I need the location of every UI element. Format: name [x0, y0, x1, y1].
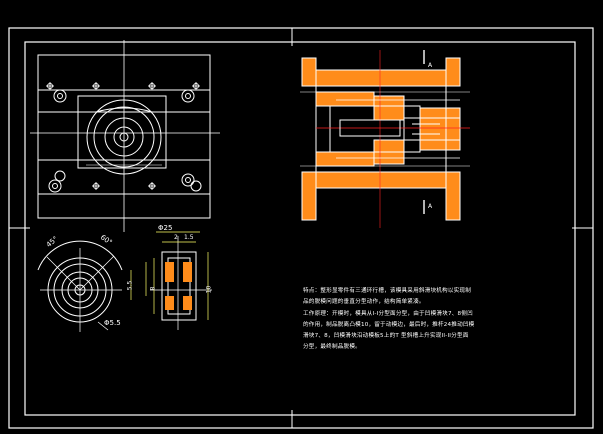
- part-front-view: [37, 240, 123, 332]
- diameter-top-label: Φ25: [158, 224, 173, 232]
- height-left-label: 5.5: [126, 280, 134, 291]
- technical-notes: 特点：整形显零件有三通环行槽，该模具采用斜滑块机构以实现制 品的脱模问题的垂直分…: [303, 286, 518, 354]
- height-small-label: 8: [149, 286, 157, 291]
- note-line: 工作原理：开模时，模具从I-I分型面分型，由于凹模滑块7、8侧凹: [303, 310, 473, 317]
- note-line: 分型，最终制品脱模。: [303, 344, 361, 351]
- inner-frame: [24, 41, 576, 416]
- plan-view: [30, 40, 220, 232]
- section-mark-top: A: [428, 62, 433, 69]
- frame-center-marks: [9, 28, 593, 428]
- len-a-label: 2: [174, 234, 178, 241]
- section-mark-bottom: A: [428, 203, 433, 210]
- diameter-bottom-label: Φ5.5: [104, 319, 121, 327]
- note-line: 的作用，制品脱离凸模10，留于动模边，最后时，推杆24推动凹模: [303, 321, 475, 328]
- len-b-label: 1.5: [184, 234, 194, 241]
- assembly-section: [300, 50, 470, 228]
- part-section-view: [130, 231, 212, 330]
- note-line: 滑块7、8，凹模滑块沿动模板5上的T 型斜槽上升实现II-II分型面: [303, 333, 469, 340]
- height-right-label: 10: [205, 285, 213, 294]
- note-line: 特点：整形显零件有三通环行槽，该模具采用斜滑块机构以实现制: [303, 288, 472, 294]
- note-line: 品的脱模问题的垂直分型动作，结构简单紧凑。: [303, 299, 425, 306]
